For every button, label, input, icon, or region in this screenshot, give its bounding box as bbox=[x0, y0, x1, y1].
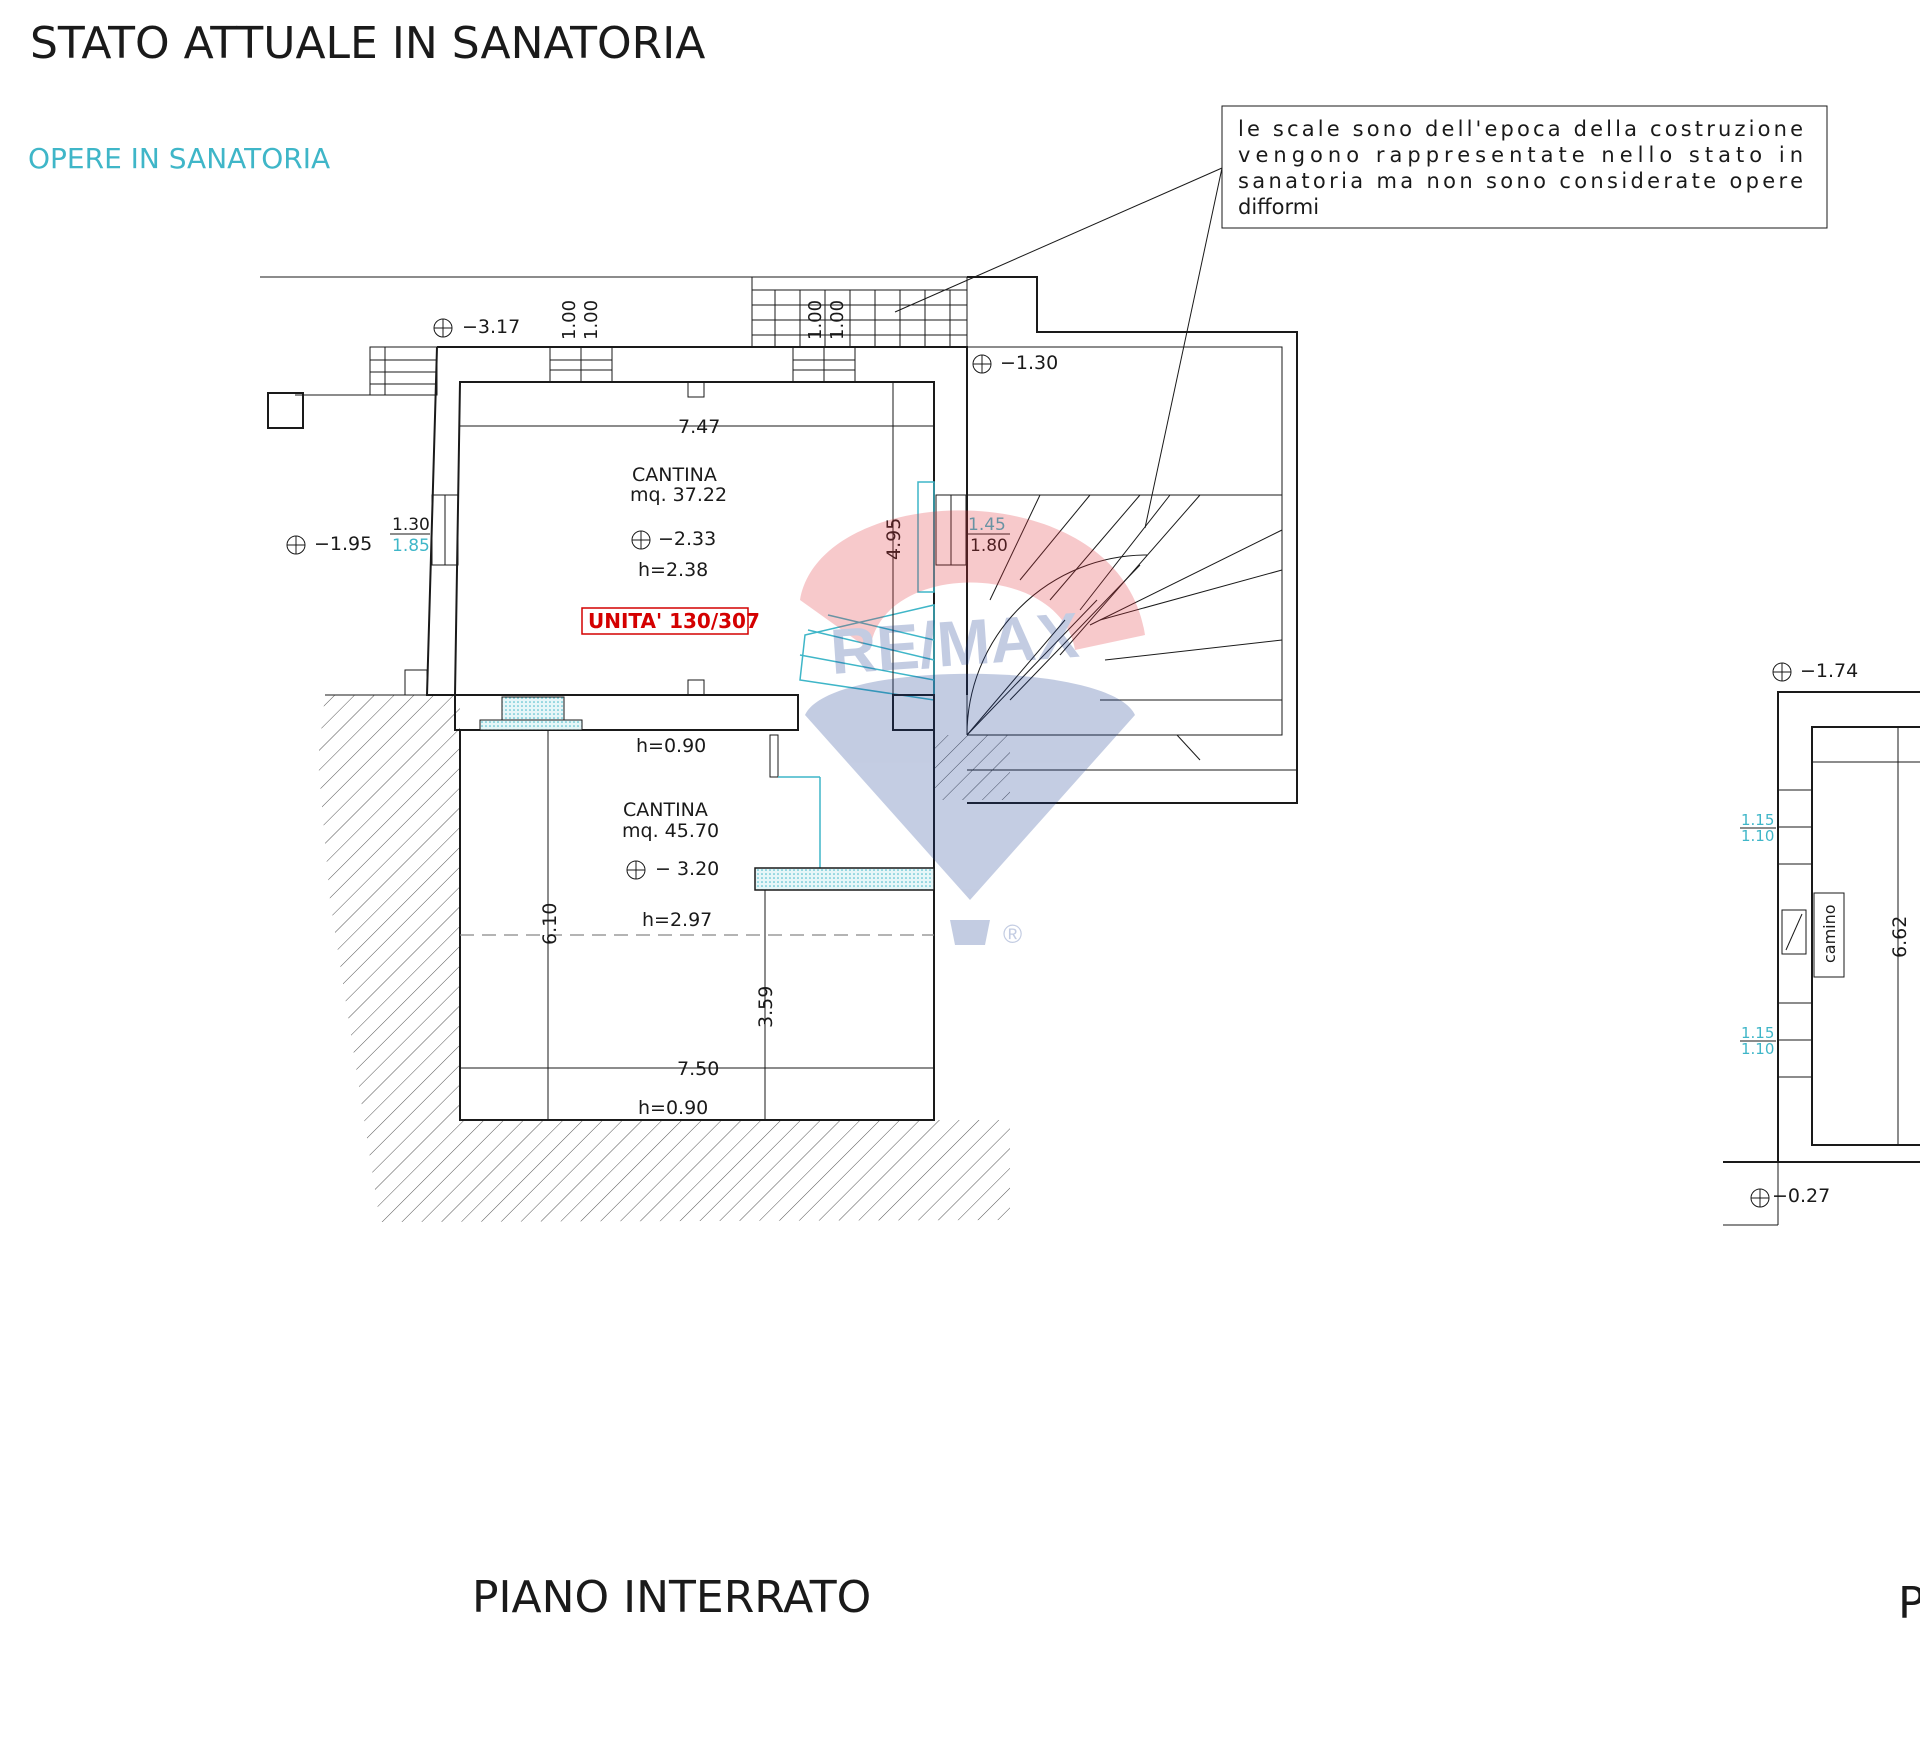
window-right-wall bbox=[935, 494, 967, 566]
level-195: −1.95 bbox=[314, 533, 372, 555]
dim-win1-top: 1.00 bbox=[559, 300, 580, 340]
dim-662: 6.62 bbox=[1889, 916, 1911, 958]
room-1-height: h=2.38 bbox=[638, 559, 708, 581]
level-317: −3.17 bbox=[462, 316, 520, 338]
stair-enclosure-inner bbox=[967, 346, 1283, 736]
note-leader-1 bbox=[894, 167, 1223, 313]
watermark-reg: ® bbox=[1003, 919, 1022, 949]
level-130: −1.30 bbox=[1000, 352, 1058, 374]
slab-height-label: h=0.90 bbox=[636, 735, 706, 757]
dim-win-right-bot: 1.80 bbox=[970, 536, 1008, 556]
level-symbol-174 bbox=[1772, 662, 1792, 682]
note-box bbox=[1221, 105, 1828, 229]
note-line-3: sanatoria ma non sono considerate opere bbox=[1238, 169, 1803, 193]
room-2-level-symbol bbox=[626, 860, 646, 880]
window-top-right bbox=[792, 346, 856, 383]
note-leader-2 bbox=[1144, 167, 1223, 529]
room-2-height: h=2.97 bbox=[642, 909, 712, 931]
right-floor-label-partial: P bbox=[1898, 1578, 1920, 1629]
external-pillar bbox=[267, 392, 304, 429]
room-2-name: CANTINA bbox=[623, 799, 708, 821]
dim-win-left-top: 1.30 bbox=[392, 515, 430, 535]
ground-hatch bbox=[318, 695, 1010, 1222]
sanatoria-stair-fan bbox=[799, 604, 935, 701]
level-174: −1.74 bbox=[1800, 660, 1858, 682]
window-left-wall bbox=[431, 494, 459, 566]
lower-vent bbox=[687, 679, 705, 696]
level-027: −0.27 bbox=[1772, 1185, 1830, 1207]
lower-sanatoria-slab bbox=[754, 867, 935, 891]
upper-vent bbox=[687, 381, 705, 398]
dim-495: 4.95 bbox=[883, 518, 905, 560]
sanatoria-door-frame bbox=[917, 481, 935, 593]
watermark-balloon-bottom bbox=[805, 673, 1135, 900]
right-plan-partial bbox=[1723, 691, 1920, 1226]
level-symbol-317 bbox=[433, 318, 453, 338]
level-symbol-130 bbox=[972, 354, 992, 374]
dim-right-win1-bot: 1.10 bbox=[1741, 827, 1774, 845]
note-line-4: difformi bbox=[1238, 195, 1319, 219]
stair-enclosure-outer bbox=[967, 276, 1298, 804]
dim-right-win1-top: 1.15 bbox=[1741, 811, 1774, 829]
dim-right-win2-top: 1.15 bbox=[1741, 1024, 1774, 1042]
unit-label-box bbox=[581, 607, 749, 635]
wall-pier-left bbox=[404, 669, 428, 696]
lower-door-jamb bbox=[769, 734, 779, 778]
legend-opere-sanatoria: OPERE IN SANATORIA bbox=[28, 142, 330, 175]
fireplace-label: camino bbox=[1820, 904, 1839, 963]
floor-label: PIANO INTERRATO bbox=[472, 1572, 871, 1623]
drawing-title: STATO ATTUALE IN SANATORIA bbox=[30, 18, 705, 69]
note-line-2: vengono rappresentate nello stato in bbox=[1238, 143, 1803, 167]
dim-750: 7.50 bbox=[677, 1058, 719, 1080]
winder-staircase bbox=[966, 494, 1283, 761]
remax-watermark: RE/MAX ® bbox=[800, 510, 1145, 949]
dim-610: 6.10 bbox=[539, 903, 561, 945]
level-symbol-027 bbox=[1750, 1188, 1770, 1208]
dim-right-win2-bot: 1.10 bbox=[1741, 1040, 1774, 1058]
external-stair-top bbox=[751, 276, 968, 348]
watermark-brand: RE/MAX bbox=[828, 599, 1082, 688]
window-top-left bbox=[549, 346, 613, 383]
room-1-level-symbol bbox=[631, 530, 651, 550]
bottom-height-label: h=0.90 bbox=[638, 1097, 708, 1119]
room-1-area: mq. 37.22 bbox=[630, 484, 727, 506]
external-steps-left bbox=[369, 346, 438, 396]
dim-747: 7.47 bbox=[678, 416, 720, 438]
slab-sanatoria-base bbox=[479, 719, 583, 731]
note-line-1: le scale sono dell'epoca della costruzio… bbox=[1238, 117, 1803, 141]
slab-sanatoria-left bbox=[501, 696, 565, 723]
dim-win-right-top: 1.45 bbox=[968, 515, 1006, 535]
dim-359: 3.59 bbox=[755, 986, 777, 1028]
watermark-basket bbox=[950, 920, 990, 945]
room-1-name: CANTINA bbox=[632, 464, 717, 486]
dim-win-left-bot: 1.85 bbox=[392, 536, 430, 556]
dim-win1-bot: 1.00 bbox=[581, 300, 602, 340]
lower-room-walls bbox=[459, 730, 935, 1121]
middle-slab bbox=[454, 694, 799, 731]
level-symbol-195 bbox=[286, 535, 306, 555]
room-2-area: mq. 45.70 bbox=[622, 820, 719, 842]
room-1-level: −2.33 bbox=[658, 528, 716, 550]
room-2-level: − 3.20 bbox=[655, 858, 719, 880]
unit-label: UNITA' 130/307 bbox=[588, 609, 760, 633]
watermark-balloon-top bbox=[800, 510, 1145, 650]
